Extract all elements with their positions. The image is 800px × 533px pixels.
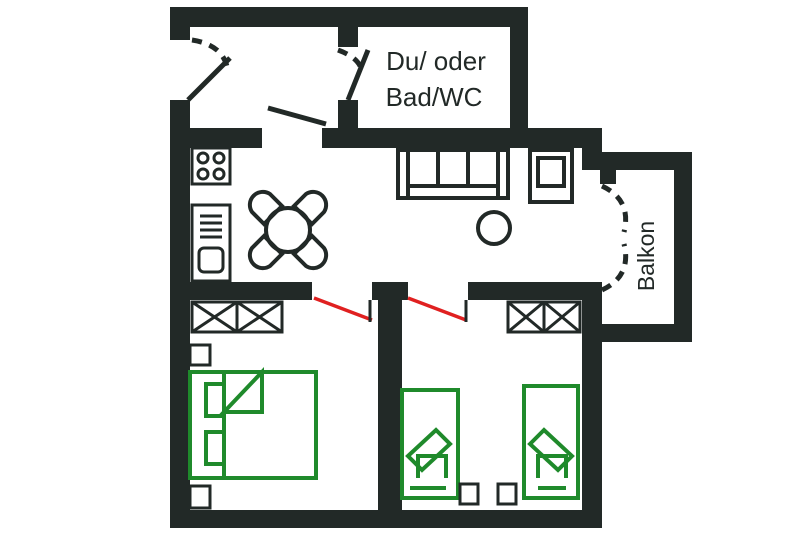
wardrobe-icon: [506, 300, 582, 334]
balcony-wall-right: [674, 152, 692, 342]
wall-right-lower: [582, 290, 602, 528]
balcony-wall-top: [582, 152, 692, 170]
living-area: [396, 148, 574, 246]
nightstand-icon: [188, 484, 212, 510]
armchair-icon: [528, 148, 574, 204]
bedroom-left: [188, 300, 318, 510]
wall-living-top: [322, 128, 602, 148]
bedroom-door-left: [313, 296, 373, 322]
wall-bath-left-upper: [338, 7, 358, 47]
bathroom-label-line1: Du/ oder: [386, 46, 486, 76]
wall-left-lower: [170, 100, 190, 528]
wall-right-bath: [510, 7, 528, 147]
single-bed-icon: [400, 388, 460, 500]
nightstand-icon: [458, 482, 480, 506]
wall-bedroom-divider: [378, 282, 402, 528]
round-table-icon: [476, 210, 512, 246]
doors: [186, 37, 468, 322]
wall-hall-bottom: [170, 128, 262, 148]
wardrobe-icon: [190, 300, 284, 334]
wall-bath-left-lower: [338, 100, 358, 148]
bedroom-door-right: [407, 296, 467, 322]
stove-icon: [190, 146, 232, 186]
bathroom-label: Du/ oder Bad/WC: [386, 46, 487, 112]
chair-icon: [247, 233, 285, 271]
entrance-door-leaf: [186, 56, 232, 102]
kitchen: [190, 146, 232, 283]
balcony-door-swing: [600, 183, 629, 233]
bath-door-leaf: [345, 49, 371, 101]
sofa-icon: [396, 148, 510, 200]
dining-set: [247, 189, 329, 271]
interior-walls: [170, 7, 602, 528]
balcony-wall-bottom: [600, 324, 692, 342]
balcony-wall-left: [600, 170, 616, 184]
chair-icon: [291, 189, 329, 227]
balcony-label: Balkon: [633, 221, 659, 291]
balcony-door-swing-2: [600, 243, 629, 293]
bedroom-right: [400, 300, 582, 506]
chair-icon: [247, 189, 285, 227]
double-bed-icon: [188, 366, 318, 480]
living-door-leaf: [267, 105, 327, 127]
wall-left-upper: [170, 7, 190, 40]
entrance-door-swing: [191, 37, 231, 73]
chair-icon: [291, 233, 329, 271]
bathroom-label-line2: Bad/WC: [386, 82, 483, 112]
wall-bedroom-top-right: [468, 282, 602, 300]
nightstand-icon: [188, 343, 212, 367]
balcony: Balkon: [582, 152, 692, 342]
sink-icon: [190, 203, 232, 283]
dining-table-icon: [264, 206, 312, 254]
nightstand-icon: [496, 482, 518, 506]
bath-door-swing: [337, 47, 365, 73]
wall-bedroom-top-left: [170, 282, 312, 300]
single-bed-icon: [522, 384, 580, 500]
